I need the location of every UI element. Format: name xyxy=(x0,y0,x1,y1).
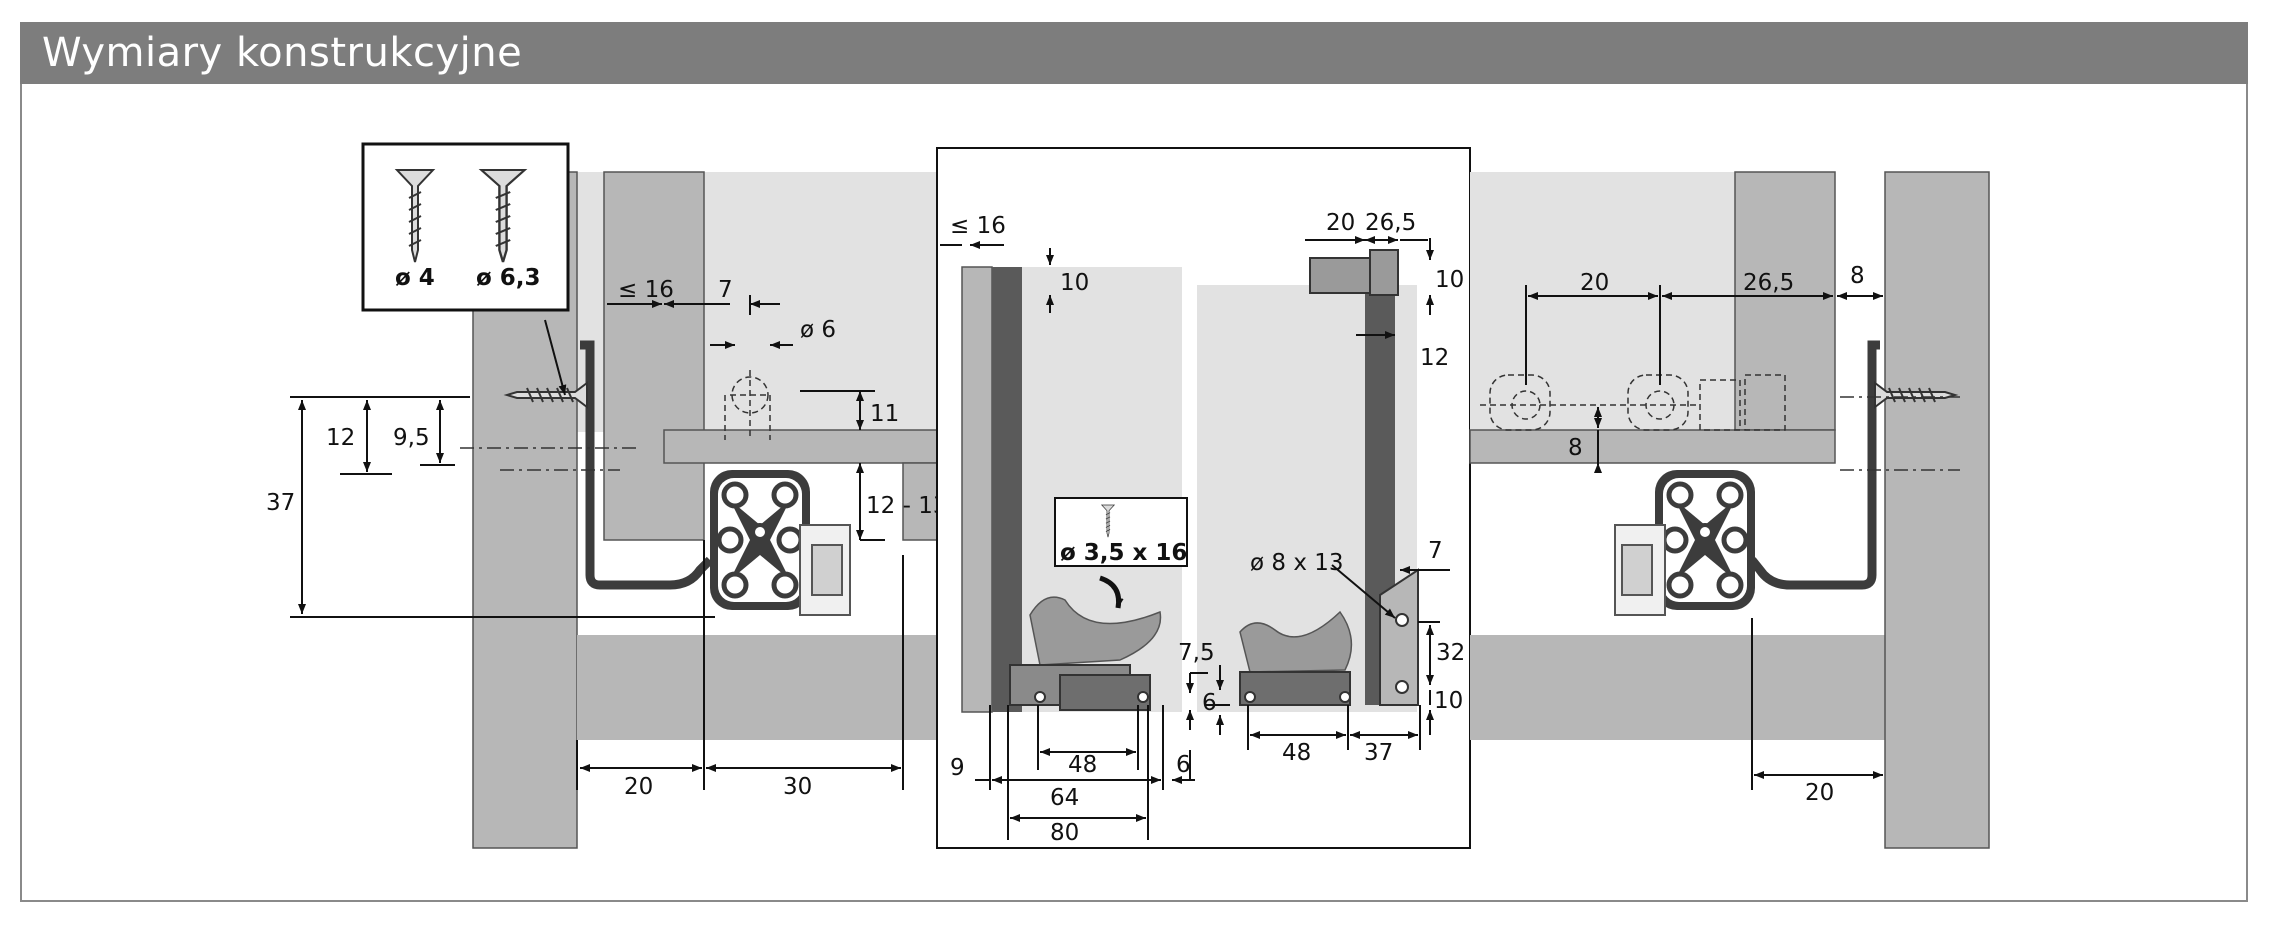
dim-20-left: 20 xyxy=(624,774,653,800)
dim-10-right: 10 xyxy=(1434,688,1463,714)
dim-48-left: 48 xyxy=(1068,752,1097,778)
dim-7-5: 7,5 xyxy=(1178,640,1215,666)
right-cabinet-screw-icon xyxy=(1874,381,1959,409)
small-screw-label: ø 3,5 x 16 xyxy=(1060,540,1187,566)
dim-7-left: 7 xyxy=(718,277,733,303)
dim-9: 9 xyxy=(950,755,965,781)
dim-12-top: 12 xyxy=(1420,345,1449,371)
dim-80: 80 xyxy=(1050,820,1079,846)
middle-detail: ø 3,5 x 16 xyxy=(936,147,1471,849)
rear-locking-device xyxy=(1239,568,1419,706)
dim-32: 32 xyxy=(1436,640,1465,666)
left-runner-clip xyxy=(799,524,851,616)
right-runner-profile xyxy=(1655,470,1755,610)
dim-12-left: 12 xyxy=(326,425,355,451)
small-screw-legend: ø 3,5 x 16 xyxy=(1054,497,1188,567)
dim-20-top: 20 xyxy=(1326,210,1355,236)
left-drawer-side xyxy=(603,171,705,541)
rear-hook xyxy=(1309,249,1399,296)
left-mounting-rail xyxy=(580,340,714,590)
screw-6-3-label: ø 6,3 xyxy=(476,265,541,291)
dim-o6: ø 6 xyxy=(800,317,836,343)
right-drawer-bottom-light xyxy=(1470,635,1885,740)
left-dimensions: ≤ 16 7 ø 6 11 12 - 13 12 9,5 37 20 30 xyxy=(266,277,947,800)
dim-le16-mid: ≤ 16 xyxy=(950,213,1006,239)
right-runner-clip xyxy=(1614,524,1666,616)
detail-front-dark xyxy=(992,267,1022,712)
left-bottom-strip xyxy=(577,635,937,740)
right-cabinet-wall xyxy=(1884,171,1990,849)
dim-10-top: 10 xyxy=(1435,267,1464,293)
dim-7-right: 7 xyxy=(1428,538,1443,564)
dim-8-mid: 8 xyxy=(1568,435,1583,461)
left-back-panel xyxy=(902,462,938,541)
dim-9-5: 9,5 xyxy=(393,425,430,451)
dim-37-left: 37 xyxy=(266,490,295,516)
dim-20-right-bottom: 20 xyxy=(1805,780,1834,806)
right-drawer-side xyxy=(1734,171,1836,431)
dim-26-5-top: 26,5 xyxy=(1365,210,1416,236)
right-mounting-rail xyxy=(1748,340,1880,590)
dim-10-mid: 10 xyxy=(1060,270,1089,296)
middle-dimensions: ≤ 16 10 7,5 6 9 48 6 64 80 20 26,5 10 12… xyxy=(940,210,1465,846)
dim-26-5-right: 26,5 xyxy=(1743,270,1794,296)
header-bar: Wymiary konstrukcyjne xyxy=(20,22,2248,84)
dim-30: 30 xyxy=(783,774,812,800)
dim-6-bottom: 6 xyxy=(1176,752,1191,778)
drawer-holes-left xyxy=(724,370,771,440)
holes-label: ø 8 x 13 xyxy=(1250,550,1344,576)
right-drawer-bottom xyxy=(1469,429,1836,464)
screw-4-label: ø 4 xyxy=(395,265,435,291)
left-drawer-bottom xyxy=(663,429,938,464)
dim-6-mid: 6 xyxy=(1202,690,1217,716)
dim-12-13: 12 - 13 xyxy=(866,493,947,519)
right-section xyxy=(1469,171,1990,849)
screw-pointer-line xyxy=(544,319,567,396)
insert-arrow-icon xyxy=(1099,575,1124,609)
dim-64: 64 xyxy=(1050,785,1079,811)
front-locking-device xyxy=(1009,596,1162,711)
screw-legend: ø 4 ø 6,3 xyxy=(361,142,570,312)
right-dimensions: 20 26,5 8 8 20 xyxy=(1525,263,1883,806)
holes-pointer-line xyxy=(1331,564,1396,619)
drawer-holes-right xyxy=(1480,374,1786,431)
page-title: Wymiary konstrukcyjne xyxy=(42,30,523,76)
dim-48-right: 48 xyxy=(1282,740,1311,766)
dim-le16-left: ≤ 16 xyxy=(618,277,674,303)
dim-11: 11 xyxy=(870,401,899,427)
dim-8-top: 8 xyxy=(1850,263,1865,289)
left-runner-profile xyxy=(710,470,810,610)
right-drawer-back-light xyxy=(1470,172,1735,430)
dim-20-right-top: 20 xyxy=(1580,270,1609,296)
detail-front-side xyxy=(961,266,993,713)
dim-37-right: 37 xyxy=(1364,740,1393,766)
